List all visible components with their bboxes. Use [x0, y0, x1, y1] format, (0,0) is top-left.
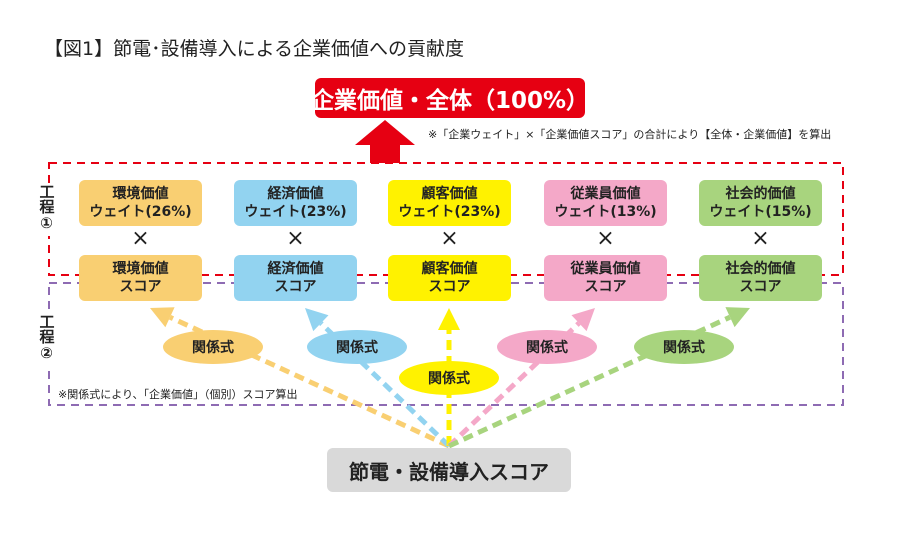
weight-percent: ウェイト(23%): [398, 204, 501, 220]
multiply-icon: ×: [131, 226, 150, 251]
score-label: スコア: [584, 279, 627, 295]
relation-label: 関係式: [192, 340, 234, 356]
relation-arrowhead-icon: [571, 308, 595, 332]
relation-ellipse: 関係式: [634, 330, 734, 364]
up-arrow-icon: [355, 120, 415, 163]
relation-label: 関係式: [663, 340, 705, 356]
relation-arrowhead-icon: [725, 307, 750, 328]
score-label: スコア: [274, 279, 317, 295]
weight-box: 顧客価値 ウェイト(23%): [388, 180, 511, 226]
weight-name: 顧客価値: [421, 186, 478, 202]
score-box: 環境価値 スコア: [79, 255, 202, 301]
weight-name: 社会的価値: [725, 186, 796, 202]
multiply-icon: ×: [596, 226, 615, 251]
bottom-score-box: 節電・設備導入スコア: [327, 448, 571, 492]
step2-label: 工程②: [36, 314, 56, 366]
multiply-icon: ×: [440, 226, 459, 251]
weight-name: 環境価値: [112, 186, 169, 202]
multiply-icon: ×: [286, 226, 305, 251]
relation-label: 関係式: [428, 371, 470, 387]
score-box: 顧客価値 スコア: [388, 255, 511, 301]
weight-percent: ウェイト(15%): [709, 204, 812, 220]
score-name: 従業員価値: [570, 261, 641, 277]
score-label: スコア: [428, 279, 471, 295]
score-box: 社会的価値 スコア: [699, 255, 822, 301]
figure-title: 【図1】節電･設備導入による企業価値への貢献度: [44, 38, 465, 60]
relation-ellipse: 関係式: [399, 361, 499, 395]
total-value-box: 企業価値・全体（100%）: [311, 78, 589, 118]
step2-text: 工程②: [37, 314, 56, 362]
multiply-icon: ×: [751, 226, 770, 251]
step2-note: ※関係式により、「企業価値」（個別）スコア算出: [58, 388, 298, 401]
score-name: 顧客価値: [421, 261, 478, 277]
score-box: 経済価値 スコア: [234, 255, 357, 301]
relation-label: 関係式: [526, 340, 568, 356]
weight-percent: ウェイト(23%): [244, 204, 347, 220]
total-note: ※「企業ウェイト」×「企業価値スコア」の合計により【全体・企業価値】を算出: [428, 128, 832, 141]
relation-arrowhead-icon: [150, 307, 175, 328]
relation-ellipse: 関係式: [497, 330, 597, 364]
weight-percent: ウェイト(26%): [89, 204, 192, 220]
score-name: 環境価値: [112, 261, 169, 277]
step1-label: 工程①: [36, 184, 56, 236]
weight-box: 環境価値 ウェイト(26%): [79, 180, 202, 226]
step1-text: 工程①: [37, 184, 56, 232]
weight-percent: ウェイト(13%): [554, 204, 657, 220]
score-name: 社会的価値: [725, 261, 796, 277]
weight-box: 経済価値 ウェイト(23%): [234, 180, 357, 226]
relation-label: 関係式: [336, 340, 378, 356]
weight-box: 従業員価値 ウェイト(13%): [544, 180, 667, 226]
relation-ellipse: 関係式: [163, 330, 263, 364]
score-label: スコア: [739, 279, 782, 295]
relation-arrowhead-icon: [305, 308, 329, 332]
score-name: 経済価値: [267, 261, 324, 277]
score-label: スコア: [119, 279, 162, 295]
weight-name: 経済価値: [267, 186, 324, 202]
relation-arrowhead-icon: [438, 308, 460, 330]
weight-box: 社会的価値 ウェイト(15%): [699, 180, 822, 226]
score-box: 従業員価値 スコア: [544, 255, 667, 301]
relation-ellipse: 関係式: [307, 330, 407, 364]
weight-name: 従業員価値: [570, 186, 641, 202]
